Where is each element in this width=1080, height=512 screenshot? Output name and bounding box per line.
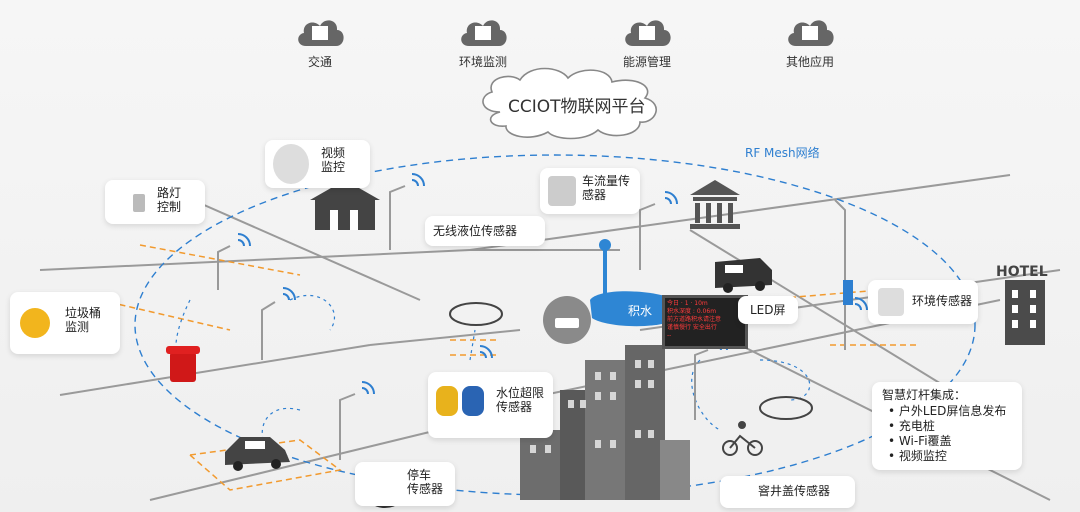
car-icon xyxy=(225,437,290,471)
led-line: 积水深度 : 0.06m xyxy=(667,308,717,315)
app-label: 其他应用 xyxy=(785,55,834,69)
water-level-gauge xyxy=(599,239,611,302)
app-environment[interactable]: 环境监测 xyxy=(448,14,518,70)
traffic-label: 车流量传 感器 xyxy=(582,174,631,202)
manhole-label: 窨井盖传感器 xyxy=(758,484,831,498)
env-card[interactable]: 环境传感器 xyxy=(868,280,978,324)
wifi-signals xyxy=(237,173,868,395)
app-other[interactable]: 其他应用 xyxy=(775,14,845,70)
cloud-apps-icon xyxy=(461,20,507,46)
env-sensor-icon xyxy=(878,288,904,316)
led-label: LED屏 xyxy=(750,303,786,317)
city-skyline xyxy=(520,345,690,500)
manhole-card[interactable]: 窨井盖传感器 xyxy=(720,476,855,508)
smart-pole-panel: 智慧灯杆集成： • 户外LED屏信息发布 • 充电桩 • Wi-Fi覆盖 • 视… xyxy=(872,382,1022,470)
app-energy[interactable]: 能源管理 xyxy=(612,14,682,70)
float-sensor-icon xyxy=(436,386,458,416)
platform-cloud-shape xyxy=(482,67,657,140)
smart-pole-list: • 户外LED屏信息发布 • 充电桩 • Wi-Fi覆盖 • 视频监控 xyxy=(888,404,1006,464)
bank-building xyxy=(690,180,740,229)
waterlogging-label: 积水 xyxy=(628,304,653,318)
manhole-ring-2 xyxy=(759,396,813,420)
trash-label: 垃圾桶 监测 xyxy=(65,306,102,334)
cloud-apps-icon xyxy=(788,20,834,46)
trash-sensor-icon xyxy=(20,308,50,338)
traffic-card[interactable]: 车流量传 感器 xyxy=(540,168,640,214)
water-level-card[interactable]: 无线液位传感器 xyxy=(425,216,545,246)
led-card[interactable]: LED屏 xyxy=(738,296,798,324)
hotel-label: HOTEL xyxy=(996,264,1048,280)
smart-pole-item: • 充电桩 xyxy=(888,419,935,433)
van-icon xyxy=(715,258,772,293)
streetlight-card[interactable]: 路灯 控制 xyxy=(105,180,205,224)
app-transport[interactable]: 交通 xyxy=(290,14,350,70)
float-sensor-icon xyxy=(462,386,484,416)
app-label: 环境监测 xyxy=(458,55,507,69)
app-label: 能源管理 xyxy=(622,55,671,69)
video-label: 视频 监控 xyxy=(321,146,346,174)
water-level-label: 无线液位传感器 xyxy=(433,224,518,238)
led-line: 谨慎慢行 安全出行 xyxy=(667,324,717,331)
trash-can-icon xyxy=(166,346,200,382)
env-label: 环境传感器 xyxy=(912,294,973,308)
water-limit-card[interactable]: 水位超限 传感器 xyxy=(428,372,553,438)
trash-card[interactable]: 垃圾桶 监测 xyxy=(10,292,120,354)
led-line: 前方道路积水请注意 xyxy=(667,316,722,323)
cloud-apps-icon xyxy=(298,20,344,46)
app-label: 交通 xyxy=(307,55,332,69)
bicycle-icon xyxy=(722,421,763,456)
hotel-building xyxy=(1005,280,1045,345)
led-line: -- xyxy=(667,332,672,339)
platform-title: CCIOT物联网平台 xyxy=(508,97,646,117)
smart-pole-item: • 视频监控 xyxy=(888,449,947,463)
smart-pole-item: • 户外LED屏信息发布 xyxy=(888,404,1007,418)
parking-card[interactable]: 停车 传感器 xyxy=(355,462,455,506)
smart-pole-item: • Wi-Fi覆盖 xyxy=(888,434,952,448)
led-line: 今日 · 1 · 10m xyxy=(667,300,708,307)
rf-mesh-label: RF Mesh网络 xyxy=(745,146,820,160)
water-limit-label: 水位超限 传感器 xyxy=(496,386,545,414)
traffic-sensor-icon xyxy=(548,176,576,206)
pole-sign xyxy=(843,280,853,305)
video-card[interactable]: 视频 监控 xyxy=(265,140,370,188)
controller-icon xyxy=(133,194,145,212)
camera-icon xyxy=(273,144,309,184)
school-building xyxy=(310,180,380,230)
router-icon xyxy=(555,318,579,328)
smart-pole-title: 智慧灯杆集成： xyxy=(882,388,967,402)
parking-label: 停车 传感器 xyxy=(407,468,444,496)
streetlight-label: 路灯 控制 xyxy=(157,186,182,214)
manhole-ring-1 xyxy=(449,302,503,326)
cloud-apps-icon xyxy=(625,20,671,46)
